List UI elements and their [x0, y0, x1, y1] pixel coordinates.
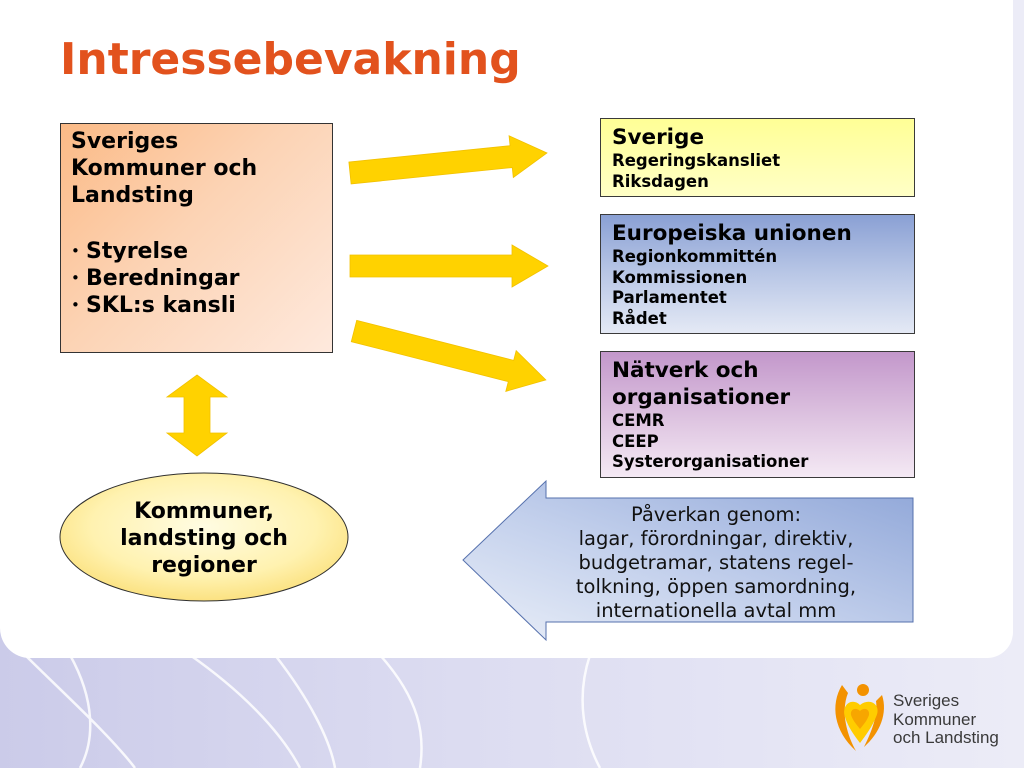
skl-heading-line: Kommuner och: [71, 156, 258, 181]
skl-box: Sveriges Kommuner och Landsting Styrelse…: [60, 123, 333, 353]
target-item: Regeringskansliet: [612, 151, 781, 170]
influence-line: Påverkan genom:: [630, 503, 802, 526]
target-box-sverige: Sverige Regeringskansliet Riksdagen: [600, 118, 915, 197]
target-item: Regionkommittén: [612, 247, 778, 266]
target-box-eu: Europeiska unionen Regionkommittén Kommi…: [600, 214, 915, 334]
swoosh-line: [379, 654, 423, 768]
skl-heading-line: Landsting: [71, 183, 194, 208]
bullet-icon: [71, 292, 86, 319]
bullet-icon: [71, 238, 86, 265]
skl-bullet-label: Styrelse: [86, 239, 189, 264]
logo-line: Kommuner: [893, 709, 977, 729]
skl-bullet-label: Beredningar: [86, 266, 240, 291]
skl-bullet-list: Styrelse Beredningar SKL:s kansli: [71, 238, 322, 319]
skl-heading-line: Sveriges: [71, 129, 179, 154]
target-item: CEEP: [612, 431, 659, 451]
target-box-networks: Nätverk och organisationer CEMR CEEP Sys…: [600, 351, 915, 478]
skl-bullet-label: SKL:s kansli: [86, 293, 236, 318]
arrow-to-networks: [350, 319, 547, 392]
swoosh-line: [68, 654, 92, 768]
target-item: CEMR: [612, 411, 665, 430]
target-item: Parlamentet: [612, 288, 727, 308]
swoosh-line: [274, 654, 337, 768]
influence-line: tolkning, öppen samordning,: [575, 575, 857, 598]
influence-line: budgetramar, statens regel-: [578, 551, 854, 574]
target-item: Rådet: [612, 309, 667, 329]
influence-line: lagar, förordningar, direktiv,: [578, 527, 854, 550]
target-item: Kommissionen: [612, 267, 748, 287]
skl-figure-logo-icon: [835, 684, 884, 751]
target-heading-line: Sverige: [612, 125, 705, 150]
bullet-icon: [71, 265, 86, 292]
skl-logo-wordmark: Sveriges Kommuner och Landsting: [893, 691, 999, 748]
skl-bullet-item: Styrelse: [71, 238, 322, 265]
target-heading-line: organisationer: [612, 385, 791, 410]
swoosh-line: [189, 653, 302, 768]
ellipse-line: landsting och: [120, 526, 288, 551]
target-heading: Sverige: [612, 124, 906, 151]
slide-title: Intressebevakning: [60, 34, 521, 85]
skl-bullet-item: Beredningar: [71, 265, 322, 292]
target-heading: Nätverk och organisationer: [612, 357, 906, 411]
ellipse-line: Kommuner,: [134, 499, 274, 524]
arrow-to-eu: [349, 244, 549, 288]
target-item: Systerorganisationer: [612, 452, 809, 472]
target-item: Riksdagen: [612, 171, 709, 191]
swoosh-line: [19, 649, 136, 768]
influence-arrow: [462, 479, 914, 642]
target-heading: Europeiska unionen: [612, 220, 906, 247]
skl-box-heading: Sveriges Kommuner och Landsting: [71, 128, 322, 209]
target-heading-line: Europeiska unionen: [612, 221, 852, 246]
logo-line: Sveriges: [893, 691, 960, 710]
swoosh-line: [581, 654, 602, 768]
members-ellipse-label: Kommuner, landsting och regioner: [74, 498, 334, 579]
skl-bullet-item: SKL:s kansli: [71, 292, 322, 319]
arrow-to-sverige: [348, 135, 548, 185]
double-arrow-vertical: [165, 374, 229, 457]
ellipse-line: regioner: [151, 553, 257, 578]
members-ellipse: [59, 472, 349, 602]
influence-line: internationella avtal mm: [595, 599, 837, 622]
logo-line: och Landsting: [893, 728, 999, 747]
target-heading-line: Nätverk och: [612, 358, 759, 383]
influence-arrow-label: Påverkan genom: lagar, förordningar, dir…: [556, 503, 876, 623]
